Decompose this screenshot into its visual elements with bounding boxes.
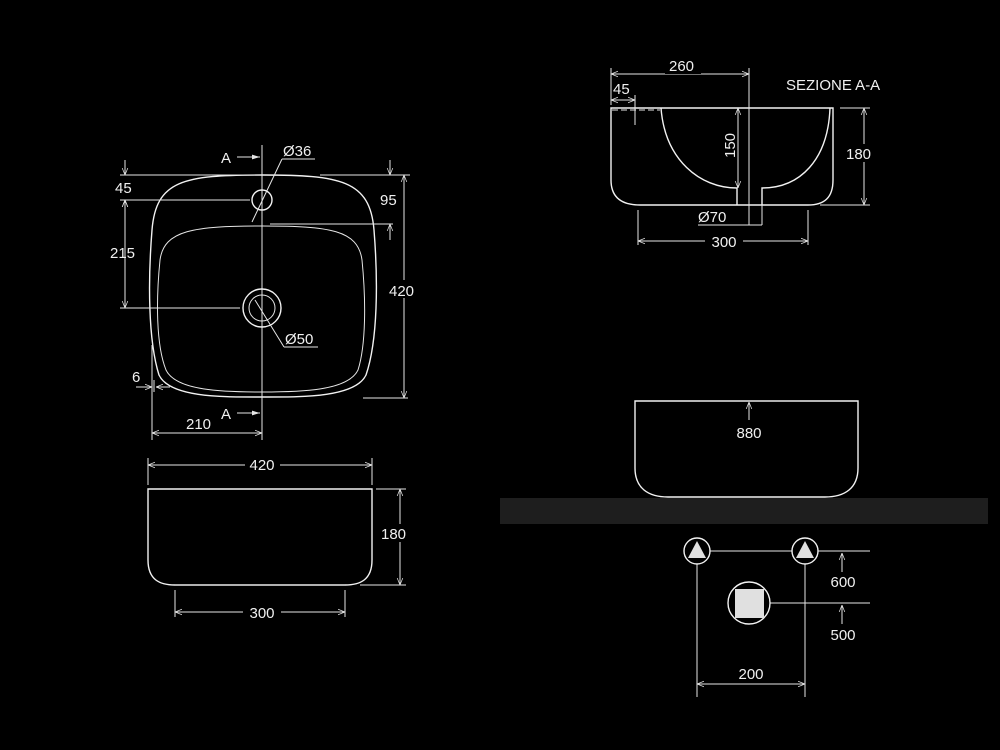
drain-outlet-icon (727, 581, 771, 625)
dim-200-label: 200 (738, 666, 763, 683)
section-outer (610, 107, 834, 206)
section-180-label: 180 (846, 146, 871, 163)
section-drain-diameter-label: Ø70 (698, 209, 726, 226)
front-width-label: 420 (249, 457, 274, 474)
drain-inner (248, 294, 276, 322)
dim-45-label: 45 (115, 180, 132, 197)
section-title: SEZIONE A-A (786, 77, 880, 94)
drain-diameter-label: Ø50 (285, 331, 313, 348)
basin-on-countertop (634, 400, 859, 498)
section-marker-bottom: A (221, 406, 231, 423)
section-marker-top: A (221, 150, 231, 167)
section-45-label: 45 (613, 81, 630, 98)
water-inlet-right-icon (791, 537, 819, 565)
tap-hole-diameter-label: Ø36 (283, 143, 311, 160)
dim-95-label: 95 (380, 192, 397, 209)
section-260-label: 260 (669, 58, 694, 75)
dim-215-label: 215 (110, 245, 135, 262)
water-inlet-left-icon (683, 537, 711, 565)
section-view: SEZIONE A-A 260 45 150 180 Ø70 300 (610, 56, 880, 251)
front-height-label: 180 (381, 526, 406, 543)
front-view: 420 180 300 (147, 457, 412, 622)
section-base-label: 300 (711, 234, 736, 251)
front-base-label: 300 (249, 605, 274, 622)
top-view: A A Ø36 Ø50 45 215 95 420 6 210 (110, 143, 420, 440)
section-bowl (660, 107, 831, 205)
countertop (500, 498, 988, 524)
drain-outer (242, 288, 282, 328)
section-150-label: 150 (722, 133, 739, 158)
service-plan: 600 500 200 (683, 537, 870, 697)
dim-420-label: 420 (389, 283, 414, 300)
tap-hole (251, 189, 273, 211)
dim-6-label: 6 (132, 369, 140, 386)
dim-500-label: 500 (830, 627, 855, 644)
basin-outline-outer (148, 174, 378, 398)
countertop-height-label: 880 (736, 425, 761, 442)
dim-600-label: 600 (830, 574, 855, 591)
installation-elevation: 880 (500, 400, 988, 524)
dim-210-label: 210 (186, 416, 211, 433)
front-outline (147, 488, 373, 586)
